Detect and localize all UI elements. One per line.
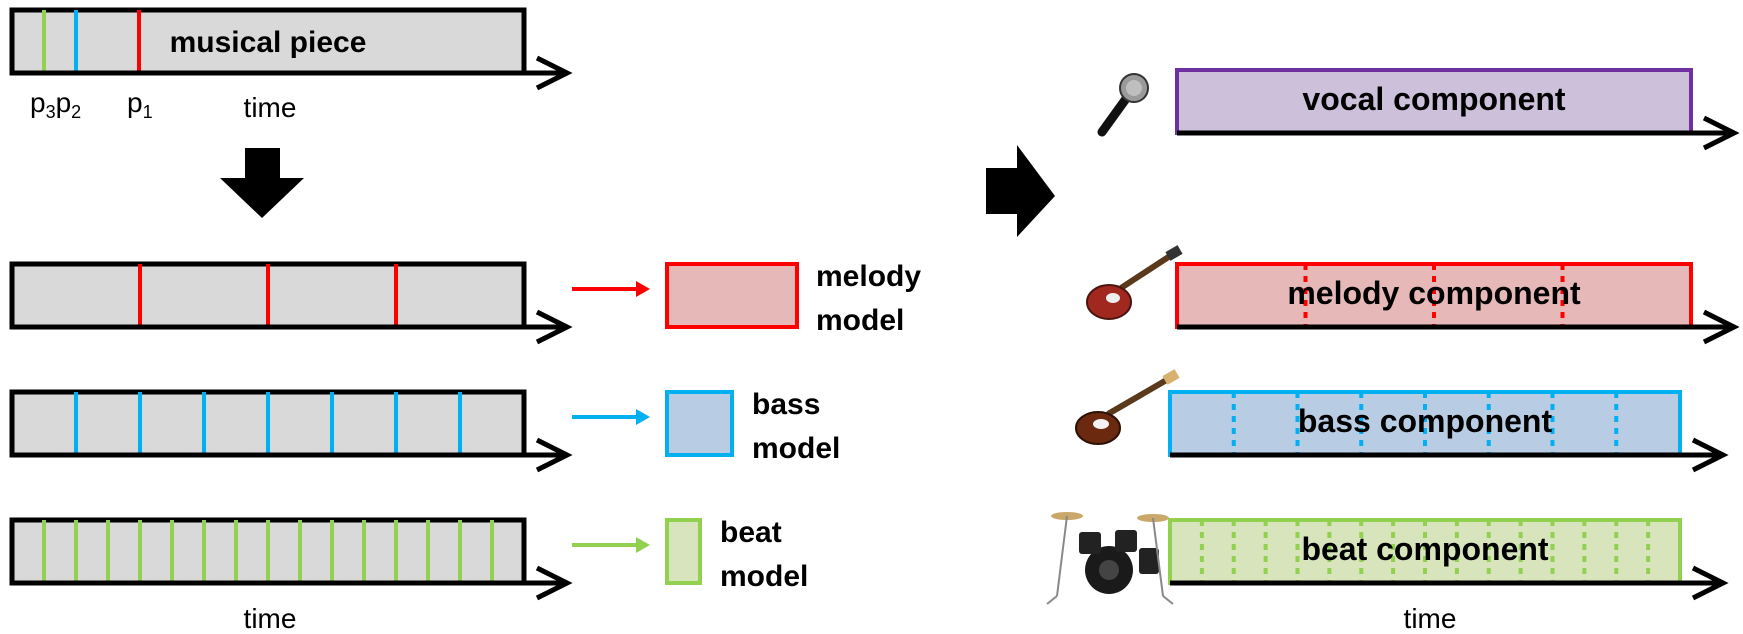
bass-guitar-icon	[1075, 369, 1180, 445]
down-arrow-icon	[220, 148, 304, 218]
time-axis-arrowhead	[535, 437, 573, 473]
time-axis-arrowhead	[535, 55, 573, 91]
top-time-label: time	[244, 92, 297, 123]
time-axis-arrowhead	[1702, 309, 1740, 345]
model-row-beat: beat model	[9, 516, 808, 601]
model-label-line2: model	[720, 560, 808, 593]
component-bars: vocal component melody component bass comp…	[1168, 68, 1740, 601]
model-box	[665, 518, 702, 585]
component-row-3: beat component	[1168, 518, 1729, 601]
musical-piece-label: musical piece	[170, 26, 367, 59]
right-time-label: time	[1404, 603, 1457, 634]
model-box	[665, 262, 799, 329]
p1-label: p1	[127, 87, 153, 122]
microphone-icon	[1097, 73, 1149, 137]
drum-kit-icon	[1046, 512, 1174, 605]
right-arrow-icon	[986, 145, 1055, 237]
model-arrowhead	[636, 537, 650, 553]
component-label: vocal component	[1302, 81, 1566, 117]
model-box	[665, 390, 734, 457]
time-axis-arrowhead	[535, 565, 573, 601]
component-label: beat component	[1301, 531, 1548, 567]
model-arrowhead	[636, 281, 650, 297]
time-axis-arrowhead	[1702, 115, 1740, 151]
component-row-1: melody component	[1175, 262, 1740, 345]
component-row-2: bass component	[1168, 390, 1729, 473]
model-label-line2: model	[752, 432, 840, 465]
model-row-bass: bass model	[9, 388, 840, 473]
component-row-0: vocal component	[1175, 68, 1740, 151]
component-box	[1175, 68, 1693, 135]
electric-guitar-icon	[1086, 245, 1183, 320]
component-label: melody component	[1287, 275, 1581, 311]
model-label-line1: beat	[720, 516, 782, 549]
model-label-line2: model	[816, 304, 904, 337]
musical-piece-timeline: musical piece p3p2 p1 time	[9, 7, 573, 123]
component-label: bass component	[1298, 403, 1553, 439]
model-arrowhead	[636, 409, 650, 425]
model-label-line1: bass	[752, 388, 820, 421]
model-row-melody: melody model	[9, 260, 921, 345]
bottom-time-label: time	[244, 603, 297, 634]
model-label-line1: melody	[816, 260, 921, 293]
model-bars: melody model bass model beat model	[9, 260, 921, 601]
time-axis-arrowhead	[1691, 565, 1729, 601]
time-axis-arrowhead	[1691, 437, 1729, 473]
pitch-labels: p3p2	[30, 87, 81, 122]
time-axis-arrowhead	[535, 309, 573, 345]
